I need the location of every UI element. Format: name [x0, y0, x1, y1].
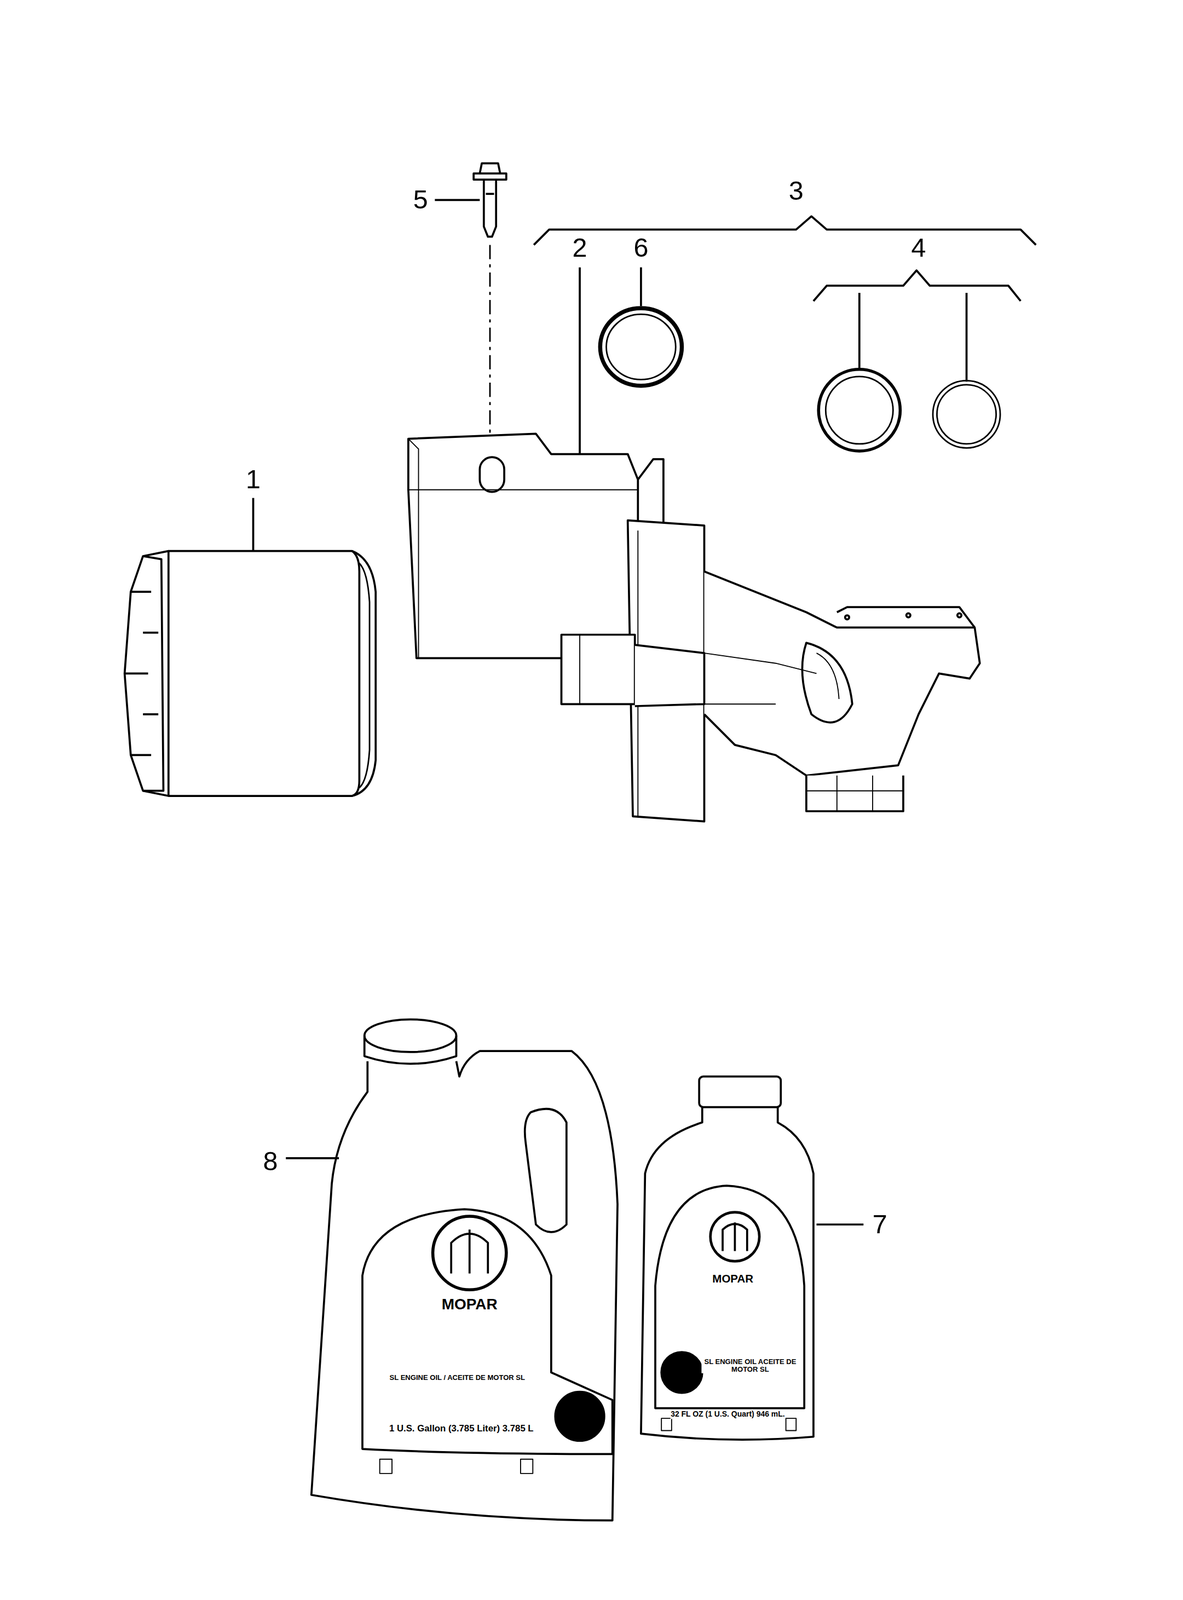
- o-rings: [599, 308, 1001, 452]
- product-label: SL ENGINE OIL ACEITE DE MOTOR SL: [701, 1357, 799, 1374]
- filter-housing: [408, 433, 980, 822]
- oil-gallon-jug: [311, 1019, 618, 1521]
- oil-filter: [124, 551, 377, 796]
- callout-number: 6: [633, 233, 649, 263]
- callout-number: 8: [263, 1146, 279, 1176]
- volume-label: 32 FL OZ (1 U.S. Quart) 946 mL.: [670, 1410, 786, 1419]
- product-label: SL ENGINE OIL / ACEITE DE MOTOR SL: [389, 1374, 525, 1382]
- callout-number: 5: [413, 185, 429, 215]
- volume-label: 1 U.S. Gallon (3.785 Liter) 3.785 L: [389, 1423, 534, 1434]
- callout-number: 2: [572, 233, 588, 263]
- callout-number: 4: [911, 233, 927, 263]
- callout-number: 3: [788, 176, 804, 206]
- callout-number: 7: [872, 1210, 888, 1240]
- brand-name: MOPAR: [441, 1295, 498, 1313]
- bracket: [533, 216, 1036, 302]
- brand-name: MOPAR: [712, 1272, 754, 1286]
- bolt: [473, 163, 507, 470]
- callout-number: 1: [245, 465, 261, 495]
- oil-quart-bottle: [641, 1076, 814, 1440]
